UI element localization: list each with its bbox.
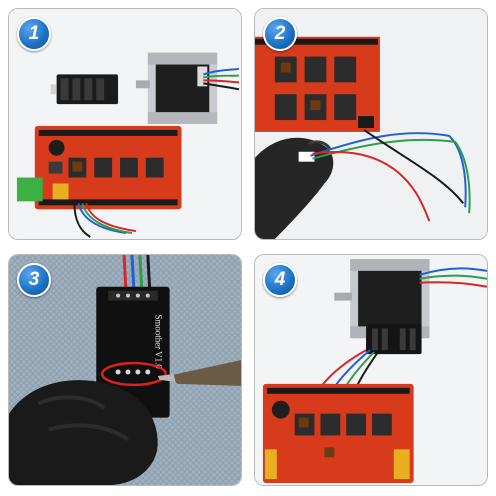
board-wire-icon — [73, 203, 137, 238]
glove-hand-icon — [9, 380, 158, 485]
step-4-panel: 4 — [254, 254, 488, 486]
ramps-board-icon — [255, 36, 380, 132]
wire-bundle-icon — [203, 67, 240, 91]
step-3-photo: Smoother V1.0 — [9, 255, 241, 485]
highlight-ring-icon — [100, 361, 167, 387]
step-2-photo — [255, 9, 487, 239]
ramps-board-icon — [262, 383, 414, 484]
step-3-panel: Smoother V1.0 3 — [8, 254, 242, 486]
smoother-module-icon — [366, 324, 422, 355]
step-4-photo — [255, 255, 487, 485]
step-2-panel: 2 — [254, 8, 488, 240]
step-badge: 2 — [263, 17, 297, 51]
soldering-iron-icon — [157, 360, 241, 386]
step-1-photo — [9, 9, 241, 239]
step-badge: 4 — [263, 263, 297, 297]
connector-icon — [298, 151, 315, 162]
stepper-motor-icon — [135, 52, 218, 124]
wire-bundle-icon — [122, 255, 152, 291]
wire-bundle-icon — [310, 129, 471, 222]
smoother-module-icon — [96, 286, 170, 418]
board-label: Smoother V1.0 — [154, 314, 164, 369]
smoother-module-icon — [50, 74, 119, 105]
step-badge: 1 — [17, 17, 51, 51]
ramps-board-icon — [16, 125, 182, 210]
step-1-panel: 1 — [8, 8, 242, 240]
glove-hand-icon — [255, 137, 334, 239]
step-badge: 3 — [17, 263, 51, 297]
